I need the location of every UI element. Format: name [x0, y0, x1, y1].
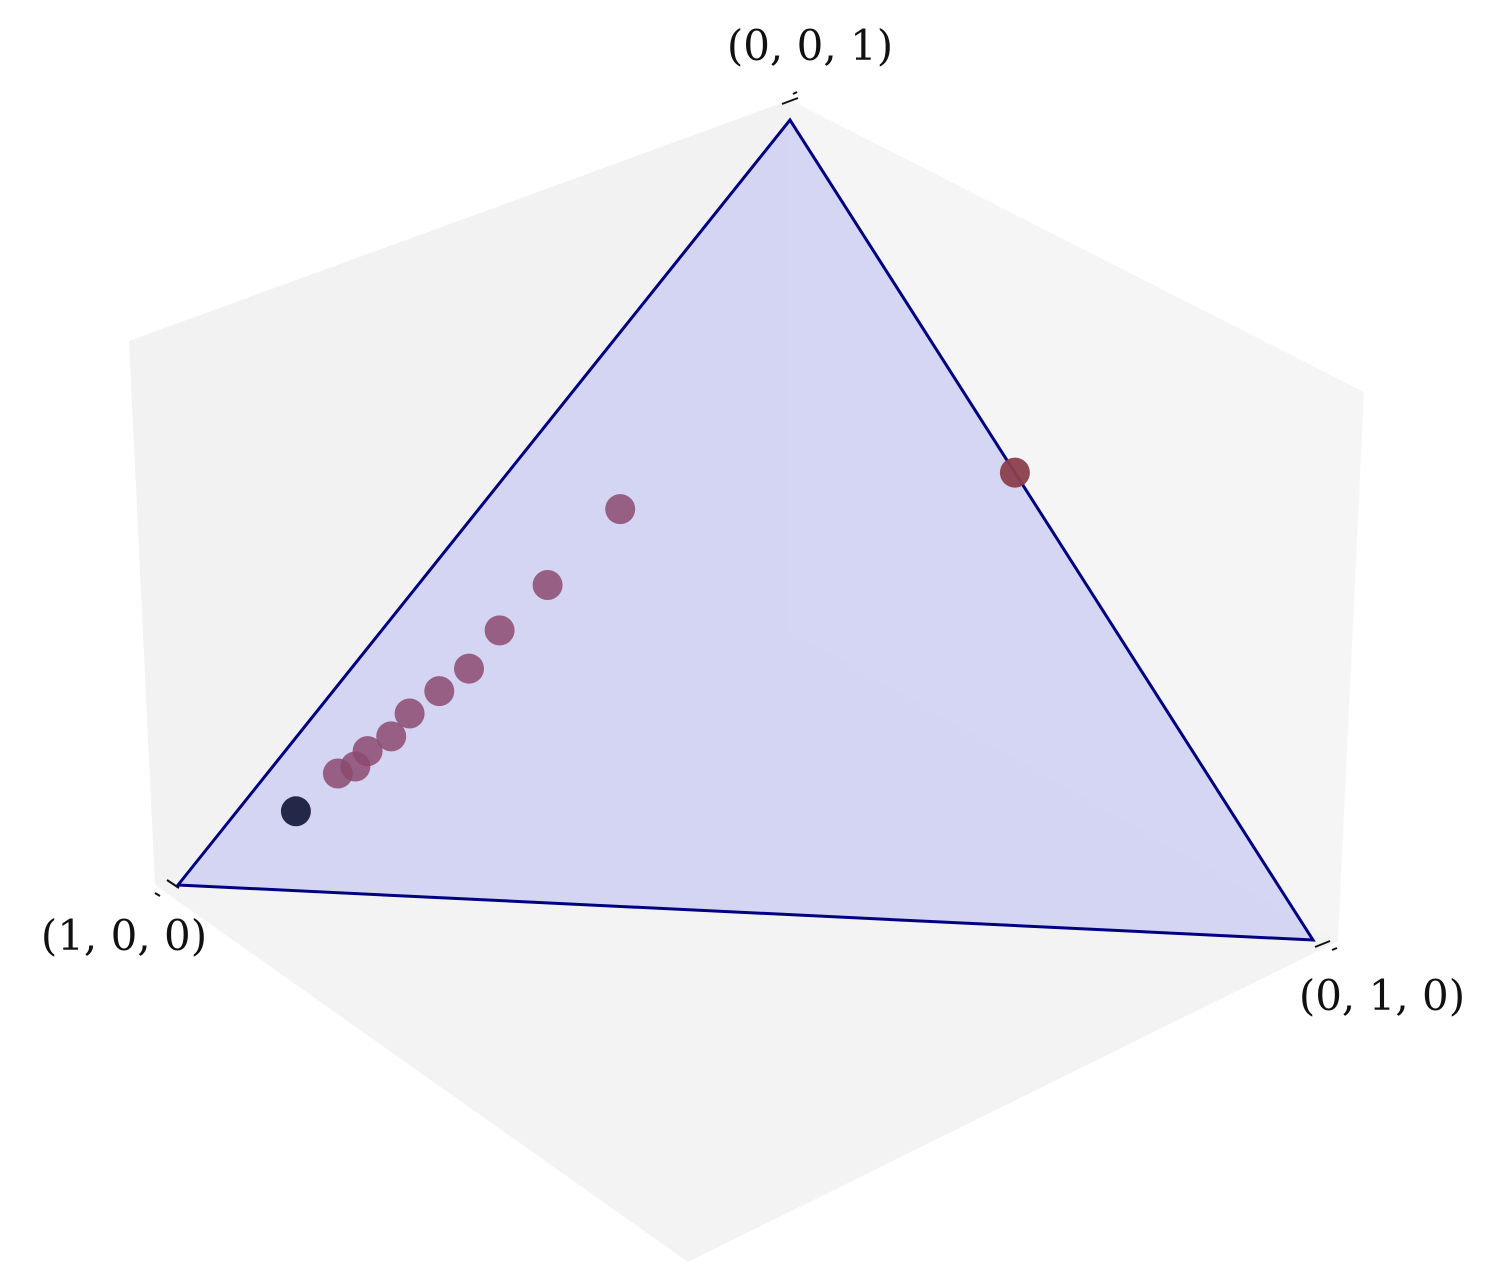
tick-x [166, 879, 180, 889]
pane-right [790, 100, 1364, 941]
start-point [280, 796, 311, 827]
trajectory-point [424, 676, 455, 707]
trajectory-point [484, 615, 515, 646]
trajectory-point [454, 653, 484, 684]
simplex-triangle [174, 117, 1316, 942]
trajectory-point [605, 494, 636, 525]
vertex-label-y: (0, 1, 0) [1299, 971, 1465, 1020]
trajectory-point [394, 698, 425, 729]
trajectory-point [376, 721, 407, 752]
trajectory-point [532, 570, 563, 600]
vertex-label-x: (1, 0, 0) [41, 911, 207, 960]
tick-y-minor [1331, 947, 1338, 951]
vertex-ticks [154, 91, 1338, 951]
vertex-label-z: (0, 0, 1) [727, 21, 893, 70]
trajectory-points [280, 457, 1030, 827]
end-point [999, 457, 1030, 488]
tick-x-minor [154, 892, 161, 897]
tick-z-minor [792, 91, 798, 95]
tick-z [781, 97, 799, 105]
tick-y [1314, 940, 1331, 948]
trajectory-point [352, 736, 383, 767]
